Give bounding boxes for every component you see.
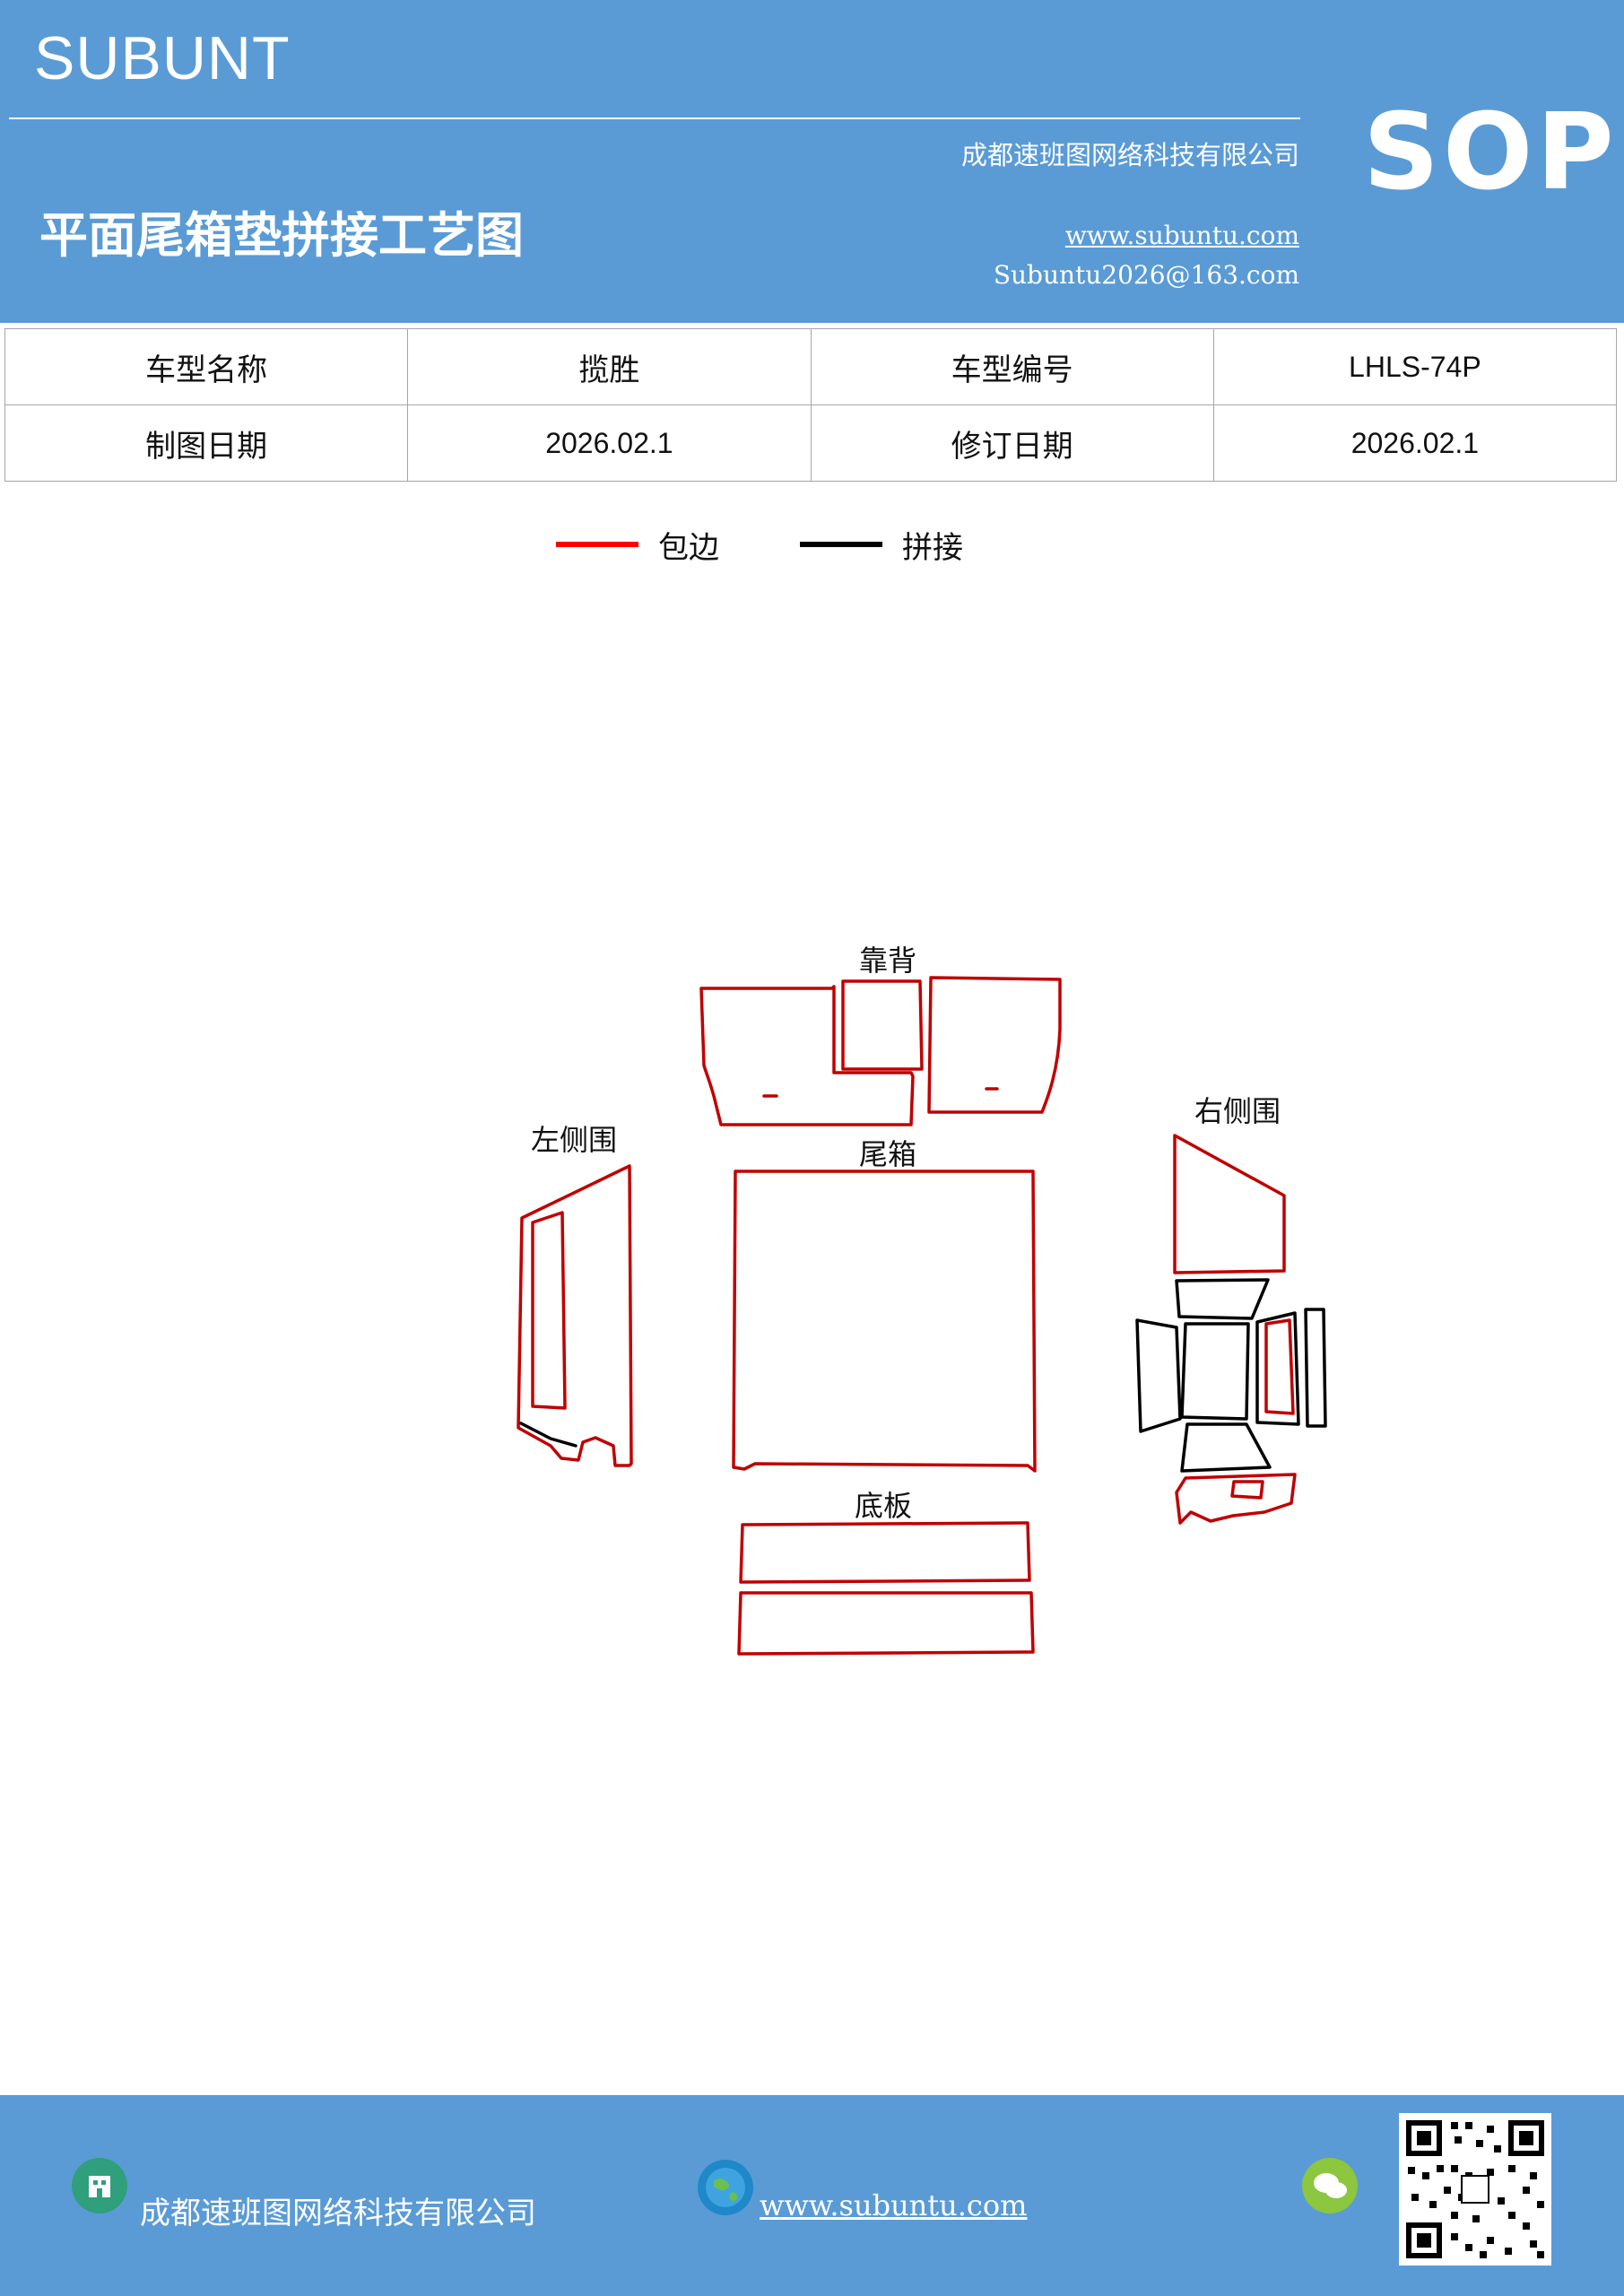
- footer-company-name: 成都速班图网络科技有限公司: [140, 2196, 536, 2231]
- revision-date-label: 修订日期: [810, 404, 1214, 482]
- trunk-main-panel: [732, 1170, 1037, 1473]
- label-floor: 底板: [855, 1489, 912, 1523]
- table-row: 制图日期 2026.02.1 修订日期 2026.02.1: [4, 404, 1618, 482]
- email-address: Subuntu2026@163.com: [993, 260, 1299, 290]
- vehicle-info-table: 车型名称 揽胜 车型编号 LHLS-74P 制图日期 2026.02.1 修订日…: [4, 328, 1618, 482]
- backrest-left-panel: [699, 985, 915, 1126]
- right-side-panel-left: [1135, 1318, 1182, 1433]
- sop-badge: SOP: [1363, 90, 1618, 213]
- model-code-value: LHLS-74P: [1212, 328, 1618, 405]
- label-left-side: 左侧围: [531, 1123, 617, 1157]
- footer-banner: 成都速班图网络科技有限公司 www.subuntu.com: [0, 2095, 1624, 2296]
- legend-label: 包边: [658, 529, 719, 566]
- draw-date-label: 制图日期: [4, 404, 409, 482]
- company-name: 成都速班图网络科技有限公司: [960, 140, 1299, 170]
- label-trunk: 尾箱: [859, 1137, 916, 1171]
- header-banner: SUBUNT SOP 成都速班图网络科技有限公司 平面尾箱垫拼接工艺图 www.…: [0, 0, 1624, 323]
- right-side-lower-notch: [1230, 1480, 1264, 1500]
- header-divider: [9, 117, 1300, 119]
- label-backrest: 靠背: [859, 944, 916, 978]
- right-side-strip: [1304, 1308, 1327, 1428]
- right-side-group: [1135, 1134, 1327, 1525]
- right-side-panel-center: [1180, 1322, 1250, 1421]
- floor-panel-bottom: [737, 1591, 1035, 1656]
- right-side-panel-bottom: [1180, 1422, 1272, 1473]
- label-right-side: 右侧围: [1194, 1094, 1281, 1128]
- model-code-label: 车型编号: [810, 328, 1214, 405]
- footer-website-link[interactable]: www.subuntu.com: [760, 2188, 1028, 2222]
- right-side-lower: [1175, 1473, 1297, 1525]
- right-side-panel-right: [1255, 1311, 1300, 1426]
- table-row: 车型名称 揽胜 车型编号 LHLS-74P: [4, 328, 1618, 405]
- legend-item-seam: 拼接: [800, 522, 963, 567]
- left-side-group: [517, 1164, 633, 1467]
- model-name-value: 揽胜: [407, 328, 812, 405]
- legend-swatch-red: [556, 542, 638, 547]
- qr-code-icon: [1399, 2113, 1551, 2266]
- revision-date-value: 2026.02.1: [1212, 404, 1618, 482]
- left-side-inner: [531, 1211, 567, 1410]
- left-side-outer: [517, 1164, 633, 1467]
- legend-item-edge: 包边: [556, 522, 719, 567]
- backrest-group: [699, 976, 1062, 1126]
- right-side-upper: [1173, 1134, 1286, 1274]
- website-link[interactable]: www.subuntu.com: [1064, 221, 1299, 250]
- brand-logo-text: SUBUNT: [34, 24, 291, 92]
- left-side-seam: [519, 1422, 578, 1448]
- building-icon: [72, 2158, 127, 2213]
- draw-date-value: 2026.02.1: [407, 404, 812, 482]
- backrest-center-panel: [841, 979, 924, 1071]
- floor-panel-top: [739, 1521, 1031, 1584]
- right-side-panel-top: [1175, 1278, 1270, 1320]
- document-title: 平面尾箱垫拼接工艺图: [39, 207, 524, 264]
- model-name-label: 车型名称: [4, 328, 409, 405]
- right-side-panel-right-inner: [1264, 1318, 1295, 1415]
- wechat-icon: [1302, 2158, 1358, 2213]
- trunk-group: [732, 1170, 1037, 1473]
- legend-swatch-black: [800, 542, 882, 547]
- globe-icon: [698, 2160, 753, 2215]
- floor-group: [737, 1521, 1035, 1656]
- legend-label: 拼接: [902, 529, 963, 566]
- backrest-right-panel: [927, 976, 1062, 1114]
